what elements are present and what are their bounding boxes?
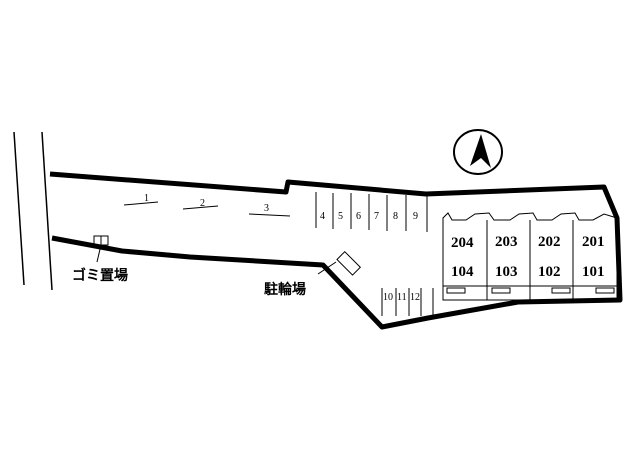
- bicycle-parking-label: 駐輪場: [264, 281, 306, 298]
- garbage-area-label: ゴミ置場: [72, 267, 128, 284]
- parking-space-number: 9: [413, 211, 418, 222]
- parking-line: [123, 201, 159, 206]
- apartment-building: [442, 212, 618, 301]
- parking-space-number: 6: [356, 211, 361, 222]
- bicycle-parking-marker: [317, 250, 362, 276]
- site-boundary: [49, 171, 623, 330]
- unit-number: 101: [582, 264, 605, 280]
- unit-number: 204: [451, 235, 474, 251]
- garbage-area-marker: [93, 235, 109, 263]
- parking-space-number: 10: [383, 292, 393, 303]
- unit-number: 103: [495, 264, 518, 280]
- unit-number: 203: [495, 234, 518, 250]
- parking-stalls-4-9: [315, 192, 428, 232]
- unit-number: 102: [538, 264, 561, 280]
- parking-line: [248, 213, 291, 217]
- road-edge-line: [13, 131, 25, 286]
- unit-number: 201: [582, 234, 605, 250]
- parking-stalls-10-12: [381, 288, 434, 316]
- parking-space-number: 5: [338, 211, 343, 222]
- parking-line: [182, 205, 219, 210]
- parking-space-number: 12: [410, 292, 420, 303]
- parking-space-number: 1: [144, 193, 149, 204]
- parking-space-number: 3: [264, 203, 269, 214]
- unit-number: 104: [451, 264, 474, 280]
- road-edge-line: [41, 131, 53, 291]
- parking-space-number: 8: [393, 211, 398, 222]
- unit-number: 202: [538, 234, 561, 250]
- north-arrow-icon: [453, 129, 503, 175]
- parking-space-number: 2: [200, 198, 205, 209]
- parking-space-number: 11: [397, 292, 407, 303]
- parking-space-number: 4: [320, 211, 325, 222]
- parking-space-number: 7: [374, 211, 379, 222]
